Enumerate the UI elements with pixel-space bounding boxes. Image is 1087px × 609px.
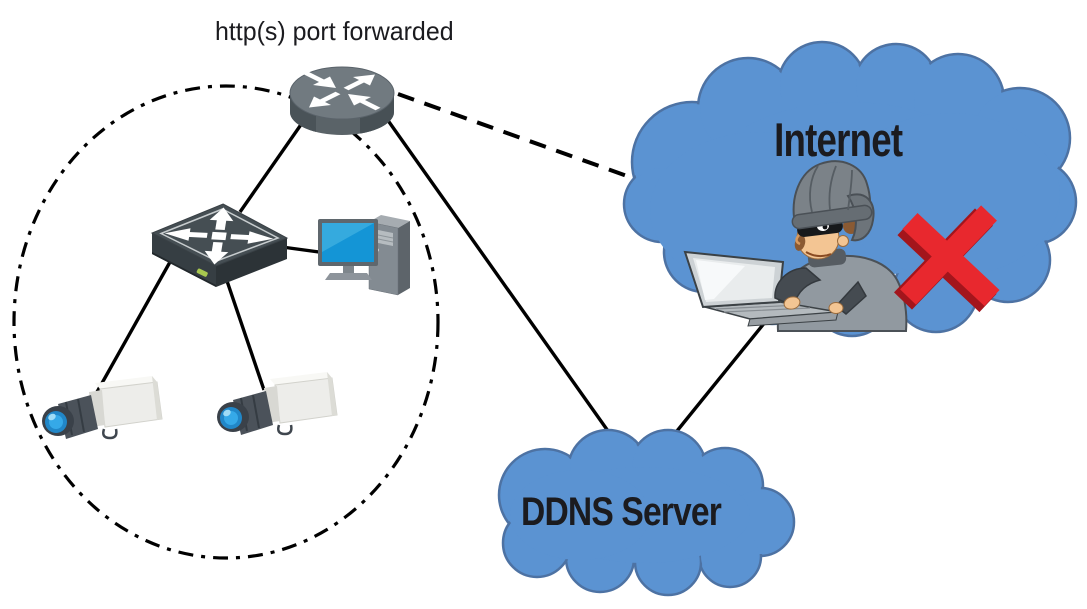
- port-forwarded-label-text: http(s) port forwarded: [214, 16, 454, 46]
- router-icon: [289, 66, 395, 135]
- router-arrows-glyph: [303, 71, 381, 111]
- hacker-icon: [683, 160, 908, 332]
- ddns-label: DDNS Server: [502, 490, 732, 535]
- edge-switch-camera1: [95, 261, 172, 393]
- camera-icon-2: [215, 370, 339, 437]
- ddns-cloud: [497, 428, 796, 597]
- connection-lines: [95, 92, 656, 456]
- desktop-computer-icon: [318, 215, 410, 296]
- edge-ddns-hacker: [658, 314, 772, 454]
- edge-router-internet-dashed: [397, 92, 656, 188]
- port-forwarded-label: http(s) port forwarded: [176, 16, 492, 47]
- edge-switch-camera2: [224, 277, 266, 391]
- switch-arrows-glyph: [164, 207, 274, 265]
- edge-router-ddns: [380, 111, 627, 456]
- internet-label: Internet: [726, 112, 950, 167]
- camera-icon: [42, 376, 163, 440]
- blocked-x-icon: [894, 205, 1000, 313]
- switch-led: [196, 268, 208, 277]
- internet-label-text: Internet: [773, 113, 903, 166]
- edge-router-switch: [238, 115, 309, 213]
- ddns-label-text: DDNS Server: [521, 490, 722, 534]
- lan-boundary-ellipse: [12, 84, 440, 560]
- switch-icon: [150, 203, 289, 287]
